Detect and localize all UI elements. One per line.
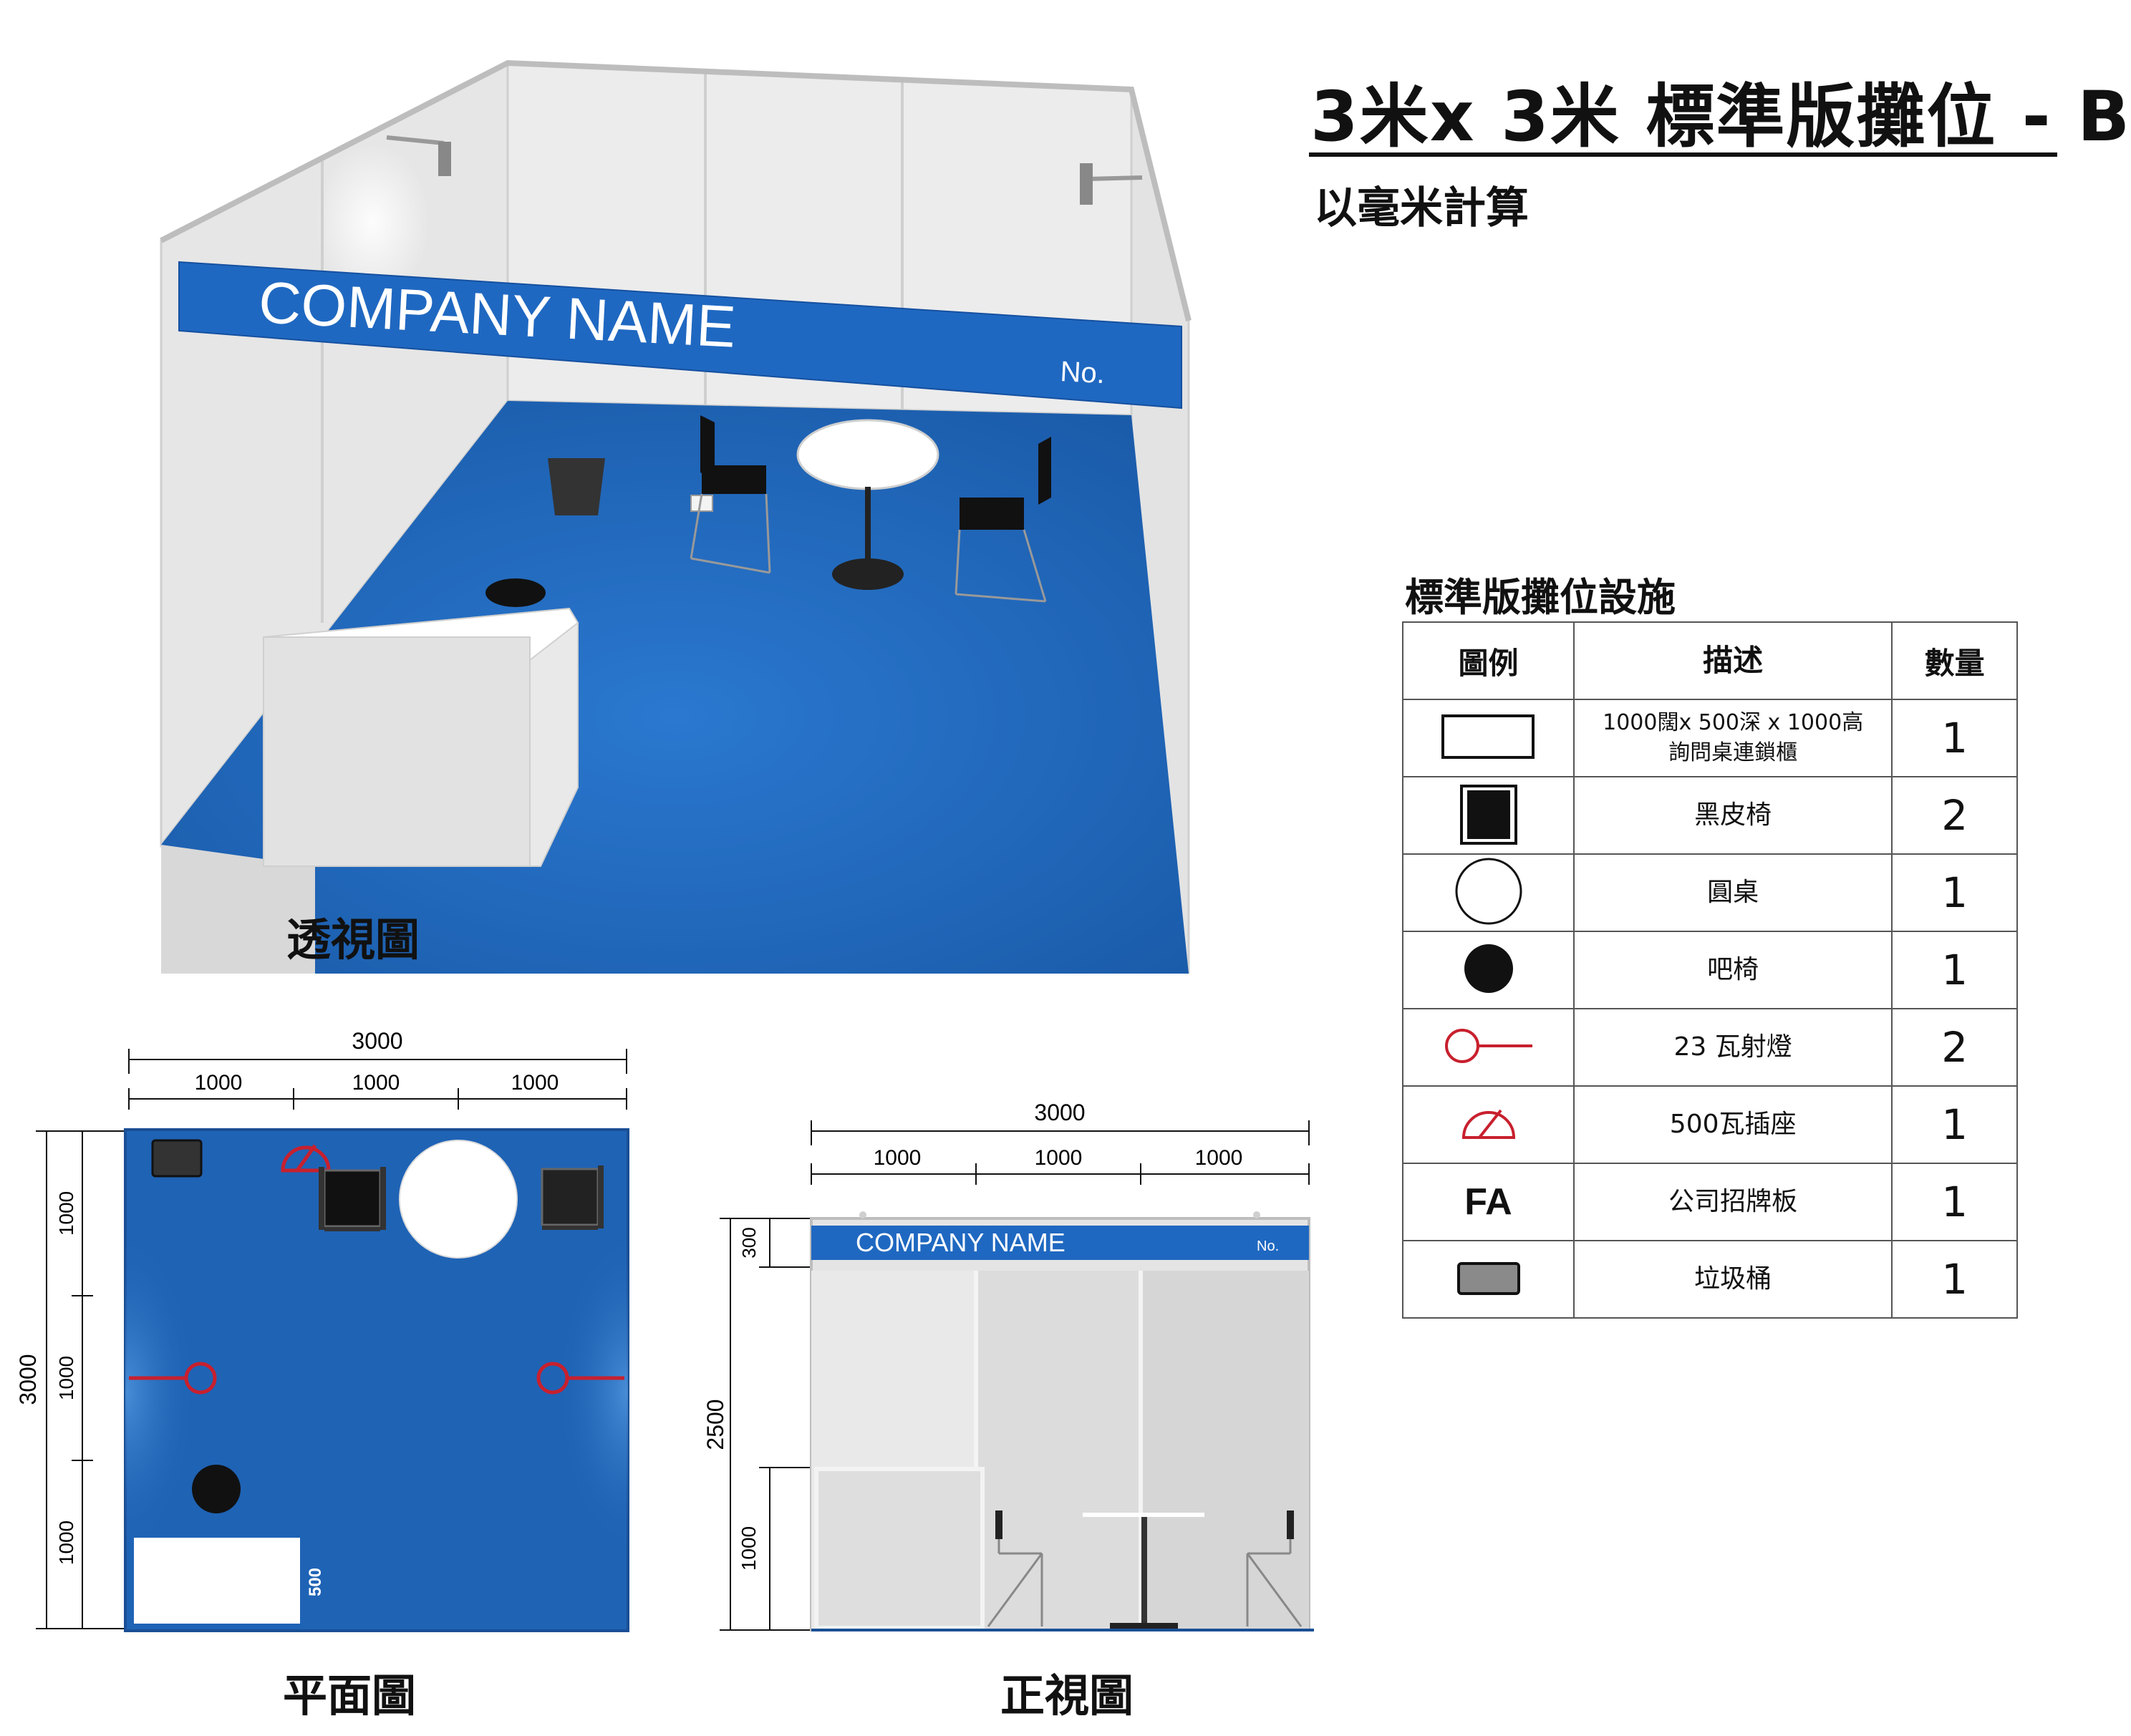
table-row: 圓桌 1	[1401, 853, 2018, 932]
column-header: 描述	[1573, 621, 1893, 700]
facilities-table: 圖例 描述 數量 1000闊x 500深 x 1000高詢問桌連鎖櫃 1 黑皮椅…	[1401, 621, 2018, 1319]
info-desk-icon	[814, 1467, 985, 1630]
plan-left-seg: 1000	[55, 1521, 77, 1565]
row-description: 圓桌	[1573, 853, 1893, 932]
black-chair-icon	[987, 1510, 1043, 1627]
front-fascia-height: 300	[738, 1227, 760, 1258]
info-desk-icon	[1441, 714, 1535, 759]
fascia-number: No.	[1257, 1238, 1279, 1254]
black-chair-icon	[1459, 785, 1517, 845]
row-quantity: 1	[1891, 1085, 2018, 1164]
trash-bin-icon	[1456, 1262, 1520, 1295]
spotlight-icon	[1444, 1029, 1532, 1063]
front-top-total: 3000	[1034, 1100, 1085, 1125]
black-chair-icon	[541, 1165, 604, 1230]
info-desk-icon	[263, 607, 579, 867]
row-quantity: 1	[1891, 853, 2018, 932]
perspective-view: COMPANY NAME No.	[160, 59, 1192, 974]
plan-left-seg: 1000	[55, 1356, 77, 1400]
plan-caption: 平面圖	[283, 1669, 417, 1722]
fascia-company-name: COMPANY NAME	[856, 1228, 1066, 1257]
perspective-caption: 透視圖	[286, 913, 420, 966]
row-quantity: 2	[1891, 1008, 2018, 1087]
spotlight-icon	[129, 1362, 217, 1395]
row-description: 500瓦插座	[1573, 1085, 1893, 1164]
row-description-line2: 詢問桌連鎖櫃	[1668, 740, 1798, 765]
front-top-seg: 1000	[874, 1146, 922, 1170]
row-description: 1000闊x 500深 x 1000高	[1603, 710, 1864, 735]
fascia-number: No.	[1060, 356, 1106, 389]
table-row: 23 瓦射燈 2	[1401, 1008, 2018, 1087]
facilities-heading: 標準版攤位設施	[1405, 575, 1676, 620]
row-description: 吧椅	[1573, 931, 1893, 1009]
bar-stool-icon	[485, 578, 546, 607]
row-description: 黑皮椅	[1573, 776, 1893, 855]
power-socket-icon	[1461, 1109, 1515, 1139]
column-header: 圖例	[1401, 621, 1575, 700]
table-row: 吧椅 1	[1401, 931, 2018, 1009]
bar-stool-icon	[192, 1465, 241, 1513]
row-description: 公司招牌板	[1573, 1163, 1893, 1241]
trash-bin-icon	[151, 1139, 203, 1178]
spotlight-icon	[1080, 163, 1143, 205]
plan-desk-depth: 500	[306, 1568, 325, 1596]
plan-top-seg: 1000	[352, 1071, 400, 1095]
plan-top-total: 3000	[352, 1028, 402, 1054]
fascia-board	[811, 1226, 1309, 1260]
bar-stool-icon	[1464, 944, 1513, 993]
unit-note: 以毫米計算	[1314, 183, 1529, 233]
black-chair-icon	[319, 1167, 386, 1231]
black-chair-icon	[1246, 1510, 1303, 1627]
table-row: 500瓦插座 1	[1401, 1085, 2018, 1164]
row-quantity: 2	[1891, 776, 2018, 855]
front-desk-height: 1000	[738, 1526, 760, 1571]
front-top-seg: 1000	[1195, 1146, 1243, 1170]
column-header: 數量	[1891, 621, 2018, 700]
black-chair-icon	[690, 415, 771, 574]
row-quantity: 1	[1891, 699, 2018, 777]
plan-left-seg: 1000	[55, 1191, 77, 1236]
front-view: 3000 1000 1000 1000 300 2500 1000 COMPAN…	[702, 1100, 1314, 1631]
front-caption: 正視圖	[1000, 1669, 1134, 1722]
row-quantity: 1	[1891, 931, 2018, 1009]
plan-view: 3000 1000 1000 1000 3000 1000 1000 1000 …	[15, 1028, 629, 1632]
round-table-icon	[399, 1140, 518, 1259]
page-title: 3米x 3米 標準版攤位 - B	[1310, 77, 2131, 157]
black-chair-icon	[955, 437, 1051, 603]
row-quantity: 1	[1891, 1240, 2018, 1319]
front-wall-height: 2500	[702, 1399, 728, 1450]
row-description: 垃圾桶	[1573, 1240, 1893, 1319]
front-top-seg: 1000	[1035, 1146, 1083, 1170]
table-row: FA 公司招牌板 1	[1401, 1163, 2018, 1241]
table-row: 1000闊x 500深 x 1000高詢問桌連鎖櫃 1	[1401, 699, 2018, 777]
trash-bin-icon	[548, 458, 605, 515]
row-description: 23 瓦射燈	[1573, 1008, 1893, 1087]
round-table-icon	[1455, 858, 1522, 925]
spotlight-icon	[536, 1362, 624, 1395]
plan-top-seg: 1000	[511, 1071, 559, 1095]
spotlight-icon	[386, 135, 451, 176]
fascia-legend-label: FA	[1401, 1163, 1575, 1241]
fascia-board	[178, 261, 1182, 409]
title-divider	[1309, 152, 2057, 157]
row-quantity: 1	[1891, 1163, 2018, 1241]
round-table-icon	[1083, 1513, 1204, 1629]
round-table-icon	[796, 419, 939, 590]
table-header-row: 圖例 描述 數量	[1401, 621, 2018, 700]
table-row: 垃圾桶 1	[1401, 1240, 2018, 1319]
plan-left-total: 3000	[15, 1354, 41, 1405]
plan-top-seg: 1000	[195, 1071, 243, 1095]
table-row: 黑皮椅 2	[1401, 776, 2018, 855]
info-desk-icon	[134, 1538, 300, 1624]
power-socket-icon	[281, 1145, 331, 1173]
